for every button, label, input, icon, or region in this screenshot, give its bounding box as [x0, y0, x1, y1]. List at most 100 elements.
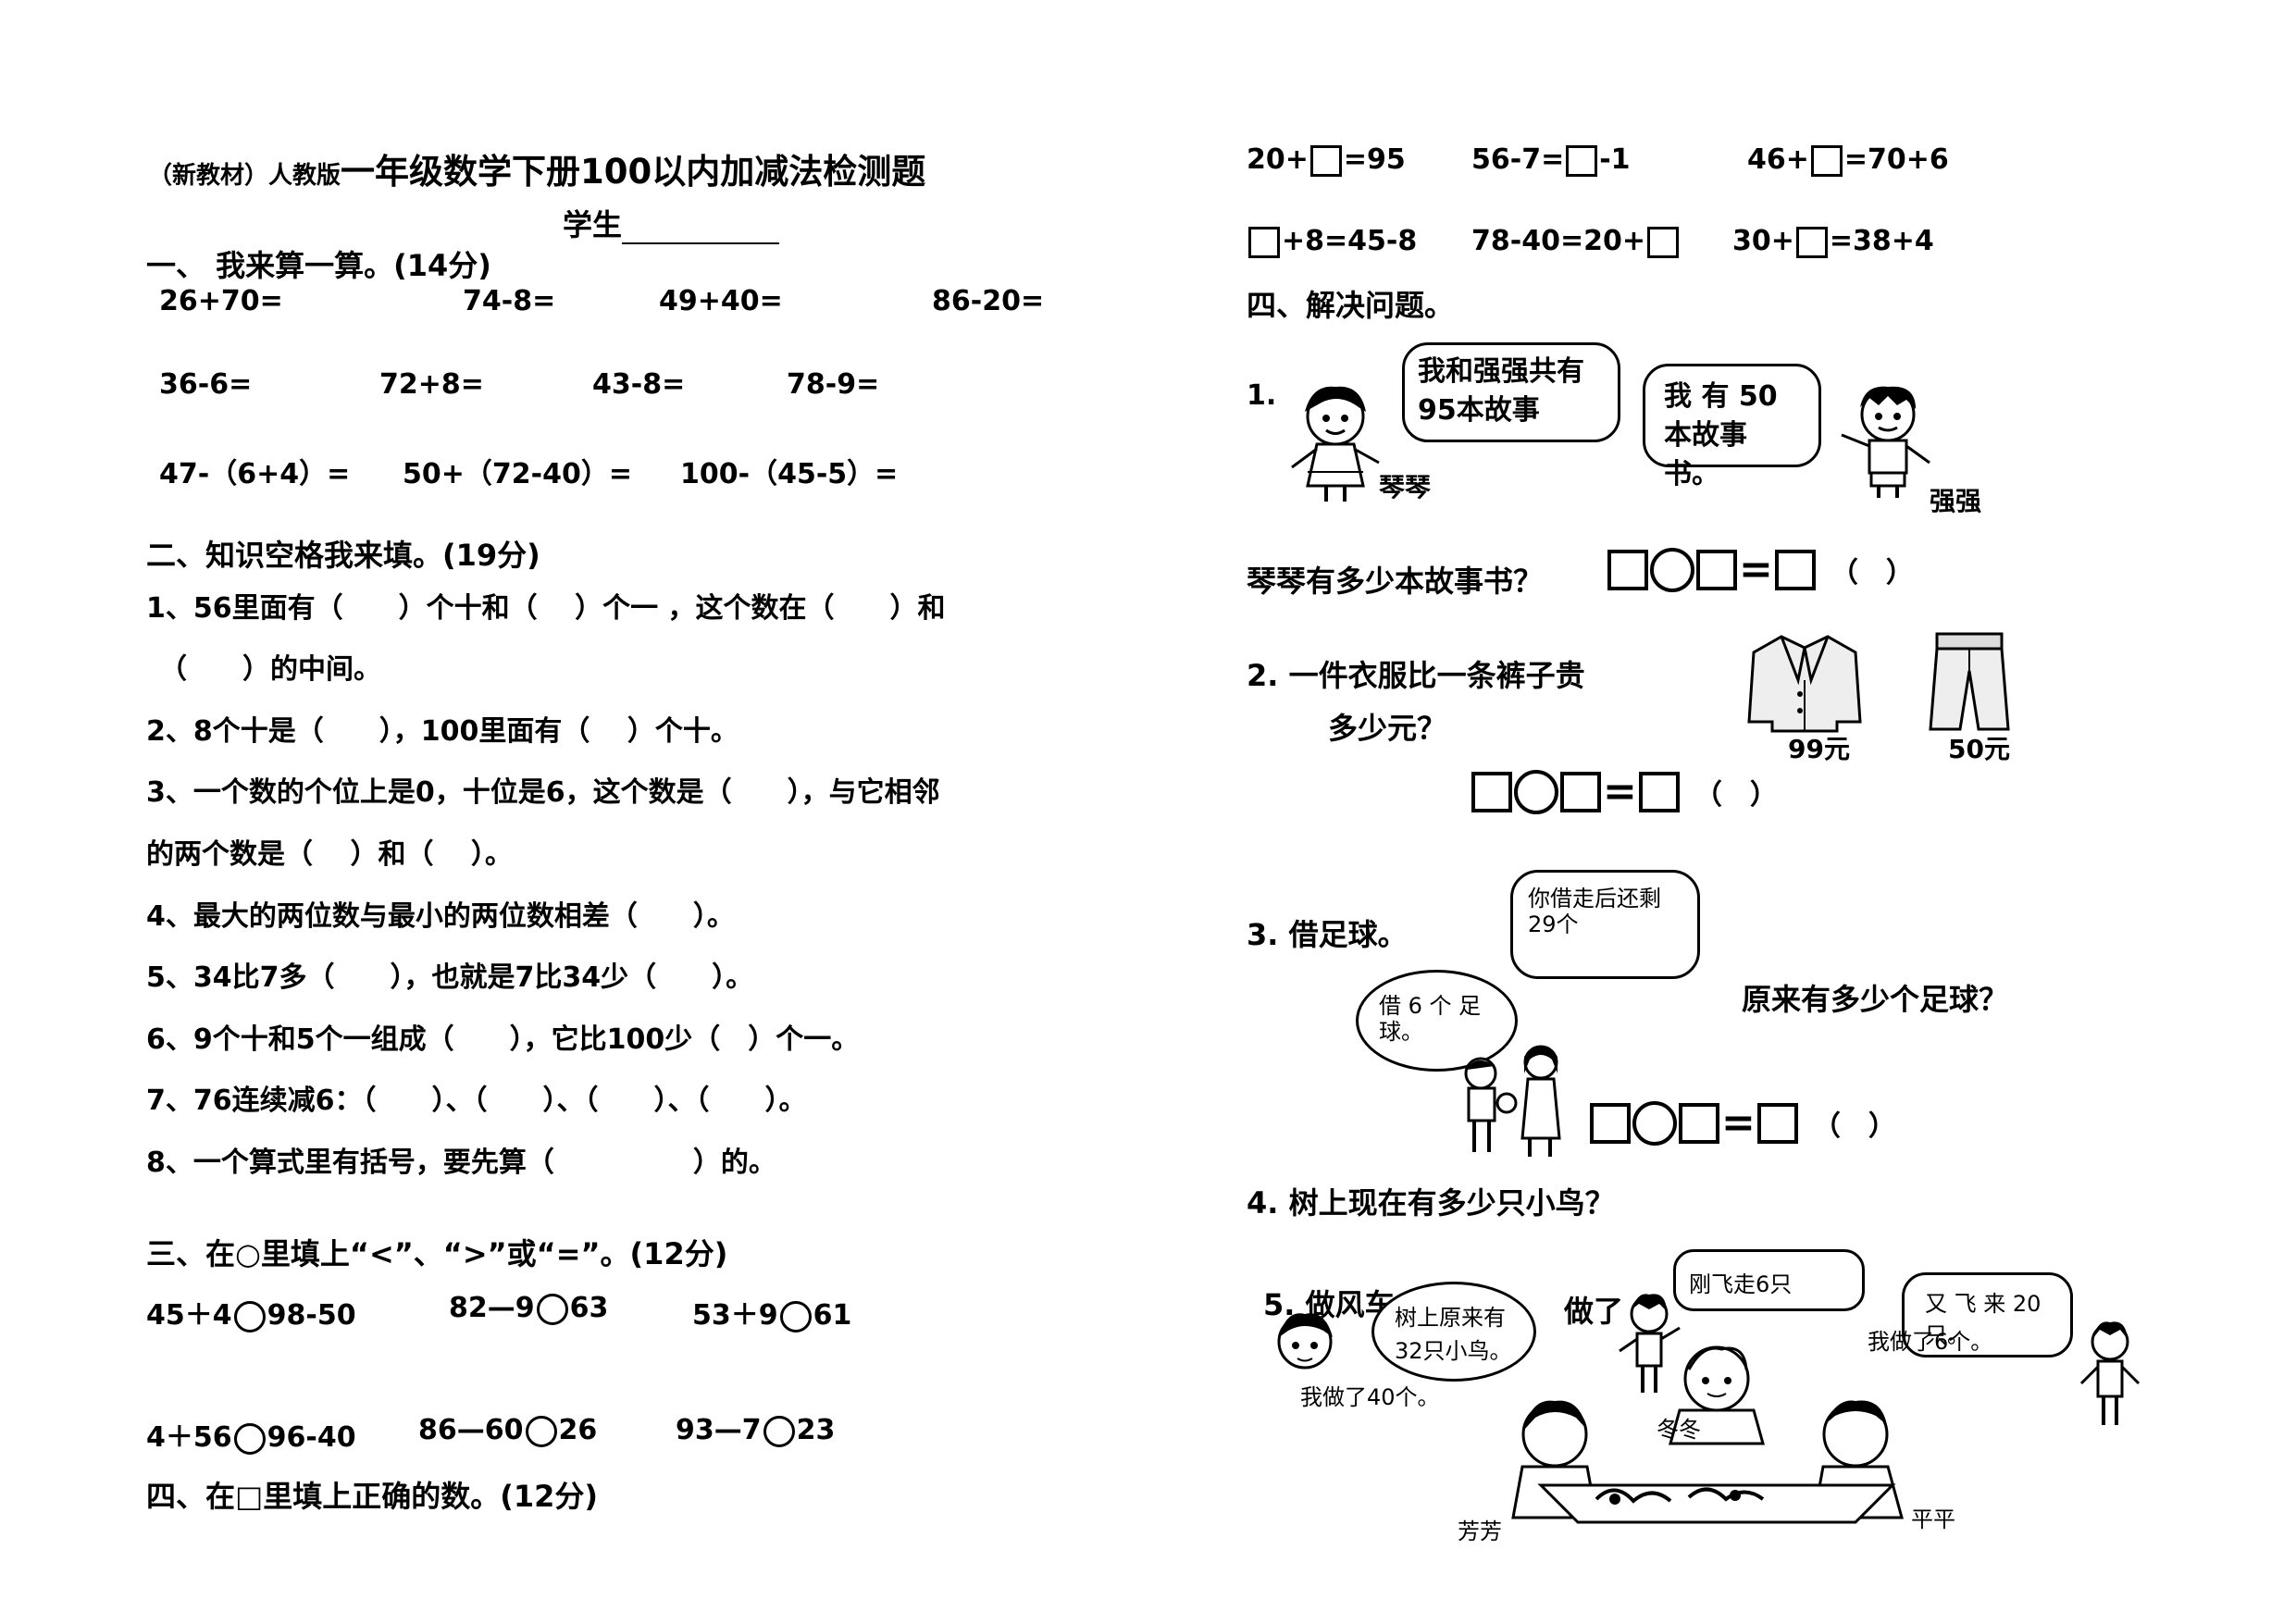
equals-sign: = [1603, 768, 1637, 815]
number-box-blank[interactable] [1795, 226, 1828, 258]
compare-circle-blank[interactable] [779, 1300, 812, 1333]
fill-q7: 7、76连续减6：（ ）、（ ）、（ ）、（ ）。 [146, 1085, 807, 1117]
fill-q3a: 3、一个数的个位上是0，十位是6，这个数是（ ），与它相邻 [146, 776, 940, 809]
compare-left: 93—7 [676, 1414, 762, 1446]
answer-box-blank[interactable] [1774, 549, 1816, 590]
calc-9: 47-（6+4）= [159, 458, 351, 490]
compare-left: 45＋4 [146, 1299, 232, 1332]
answer-box-blank[interactable] [1756, 1102, 1798, 1144]
operator-circle-blank[interactable] [1650, 547, 1694, 592]
compare-right: 23 [796, 1414, 836, 1446]
p3-question: 原来有多少个足球？ [1742, 982, 2009, 1017]
bubble-flew-away: 刚飞走6只 [1673, 1249, 1865, 1311]
calc-7: 43-8= [592, 368, 686, 401]
p5-speech-fragment-left: 我做了40个。 [1300, 1384, 1440, 1410]
p1-answer-equation: = （ ） [1607, 546, 1914, 593]
title-main: 一年级数学下册100以内加减法检测题 [341, 152, 926, 192]
calc-3: 49+40= [659, 285, 783, 317]
p2-line2: 多少元？ [1328, 711, 1447, 746]
number-box-blank[interactable] [1248, 226, 1280, 258]
sec1-heading: 一、 我来算一算。(14分) [146, 248, 491, 283]
compare-right: 63 [569, 1292, 609, 1324]
compare-left: 4＋56 [146, 1421, 232, 1454]
bubble-qiangqiang: 我 有 50 本故事书。 [1643, 364, 1821, 490]
title-prefix: （新教材）人教版 [148, 162, 341, 190]
answer-box-blank[interactable] [1607, 549, 1648, 590]
p5-label: 5. 做风车 [1263, 1287, 1395, 1322]
number-box-blank[interactable] [1810, 144, 1843, 177]
calc-8: 78-9= [787, 368, 880, 401]
number-box-blank[interactable] [1566, 144, 1598, 177]
bubble-qinqin: 我和强强共有95本故事 [1402, 342, 1620, 442]
calc-4: 86-20= [932, 285, 1045, 317]
answer-box-blank[interactable] [1590, 1102, 1631, 1144]
p5-fragment: 做了 [1564, 1294, 1624, 1329]
number-box-blank[interactable] [1646, 226, 1679, 258]
answer-box-blank[interactable] [1471, 771, 1512, 812]
fill-q5: 5、34比7多（ ），也就是7比34少（ ）。 [146, 961, 754, 994]
p2-answer-equation: = （ ） [1471, 768, 1778, 815]
number-box-blank[interactable] [1309, 144, 1342, 177]
bubble-remaining: 你借走后还剩29个 [1510, 870, 1700, 979]
student-line: 学生 [563, 202, 780, 244]
name-dongdong: 冬冬 [1657, 1417, 1701, 1443]
compare-left: 82—9 [449, 1292, 535, 1324]
compare-circle-blank[interactable] [525, 1415, 557, 1447]
pants-illustration [1929, 632, 2010, 731]
operator-circle-blank[interactable] [1514, 769, 1558, 814]
operator-circle-blank[interactable] [1632, 1100, 1677, 1146]
compare-6: 93—7 23 [676, 1414, 835, 1447]
answer-box-blank[interactable] [1679, 1102, 1719, 1144]
unit-paren: （ ） [1812, 1110, 1896, 1143]
price-coat: 99元 [1788, 734, 1850, 764]
price-pants: 50元 [1948, 734, 2010, 764]
compare-right: 61 [813, 1299, 852, 1332]
sec4-left-heading: 四、在□里填上正确的数。(12分) [146, 1479, 599, 1514]
answer-box-blank[interactable] [1696, 549, 1737, 590]
bubble-came-back: 又 飞 来 20 只。 [1902, 1272, 2073, 1357]
name-pingping: 平平 [1911, 1506, 1955, 1532]
unit-paren: （ ） [1694, 778, 1778, 812]
cloud-tree-birds: 树上原来有32只小鸟。 [1371, 1282, 1536, 1382]
box-eq-4: +8=45-8 [1247, 225, 1417, 258]
p3-answer-equation: = （ ） [1590, 1099, 1896, 1147]
fill-q6: 6、9个十和5个一组成（ ），它比100少（ ）个一。 [146, 1023, 860, 1056]
calc-11: 100-（45-5）= [680, 458, 899, 490]
equals-sign: = [1721, 1099, 1756, 1147]
box-eq-6: 30+=38+4 [1732, 225, 1934, 258]
cloud-borrow: 借 6 个 足 球。 [1356, 970, 1518, 1072]
calc-2: 74-8= [463, 285, 556, 317]
sec3-heading: 三、在○里填上“<”、“>”或“=”。(12分) [146, 1236, 728, 1271]
student-label: 学生 [563, 207, 623, 242]
kids-table-scene-illustration [1511, 1345, 1904, 1524]
answer-box-blank[interactable] [1638, 771, 1680, 812]
box-eq-5: 78-40=20+ [1471, 225, 1681, 258]
calc-5: 36-6= [159, 368, 253, 401]
compare-right: 26 [558, 1414, 598, 1446]
compare-left: 53＋9 [692, 1299, 778, 1332]
kids-soccer-illustration [1464, 1045, 1561, 1157]
compare-left: 86—60 [418, 1414, 524, 1446]
boy-standing-illustration [1619, 1294, 1681, 1393]
answer-box-blank[interactable] [1560, 771, 1601, 812]
p4-question: 4. 树上现在有多少只小鸟？ [1247, 1185, 1615, 1221]
calc-6: 72+8= [379, 368, 484, 401]
compare-circle-blank[interactable] [763, 1415, 795, 1447]
compare-circle-blank[interactable] [233, 1300, 266, 1333]
p2-line1: 2. 一件衣服比一条裤子贵 [1247, 658, 1585, 693]
doc-title: （新教材）人教版一年级数学下册100以内加减法检测题 [148, 143, 925, 193]
name-qinqin: 琴琴 [1379, 472, 1432, 502]
compare-right: 98-50 [267, 1299, 356, 1332]
compare-circle-blank[interactable] [233, 1422, 266, 1455]
box-eq-3: 46+=70+6 [1747, 143, 1949, 177]
compare-right: 96-40 [267, 1421, 356, 1454]
compare-5: 86—60 26 [418, 1414, 597, 1447]
compare-4: 4＋56 96-40 [146, 1414, 356, 1455]
compare-circle-blank[interactable] [536, 1293, 568, 1325]
equals-sign: = [1739, 546, 1773, 593]
box-eq-1: 20+=95 [1247, 143, 1406, 177]
fill-q4: 4、最大的两位数与最小的两位数相差（ ）。 [146, 900, 735, 933]
unit-paren: （ ） [1830, 556, 1914, 589]
girl-head-illustration [1277, 1313, 1333, 1370]
student-name-blank[interactable] [622, 217, 780, 244]
